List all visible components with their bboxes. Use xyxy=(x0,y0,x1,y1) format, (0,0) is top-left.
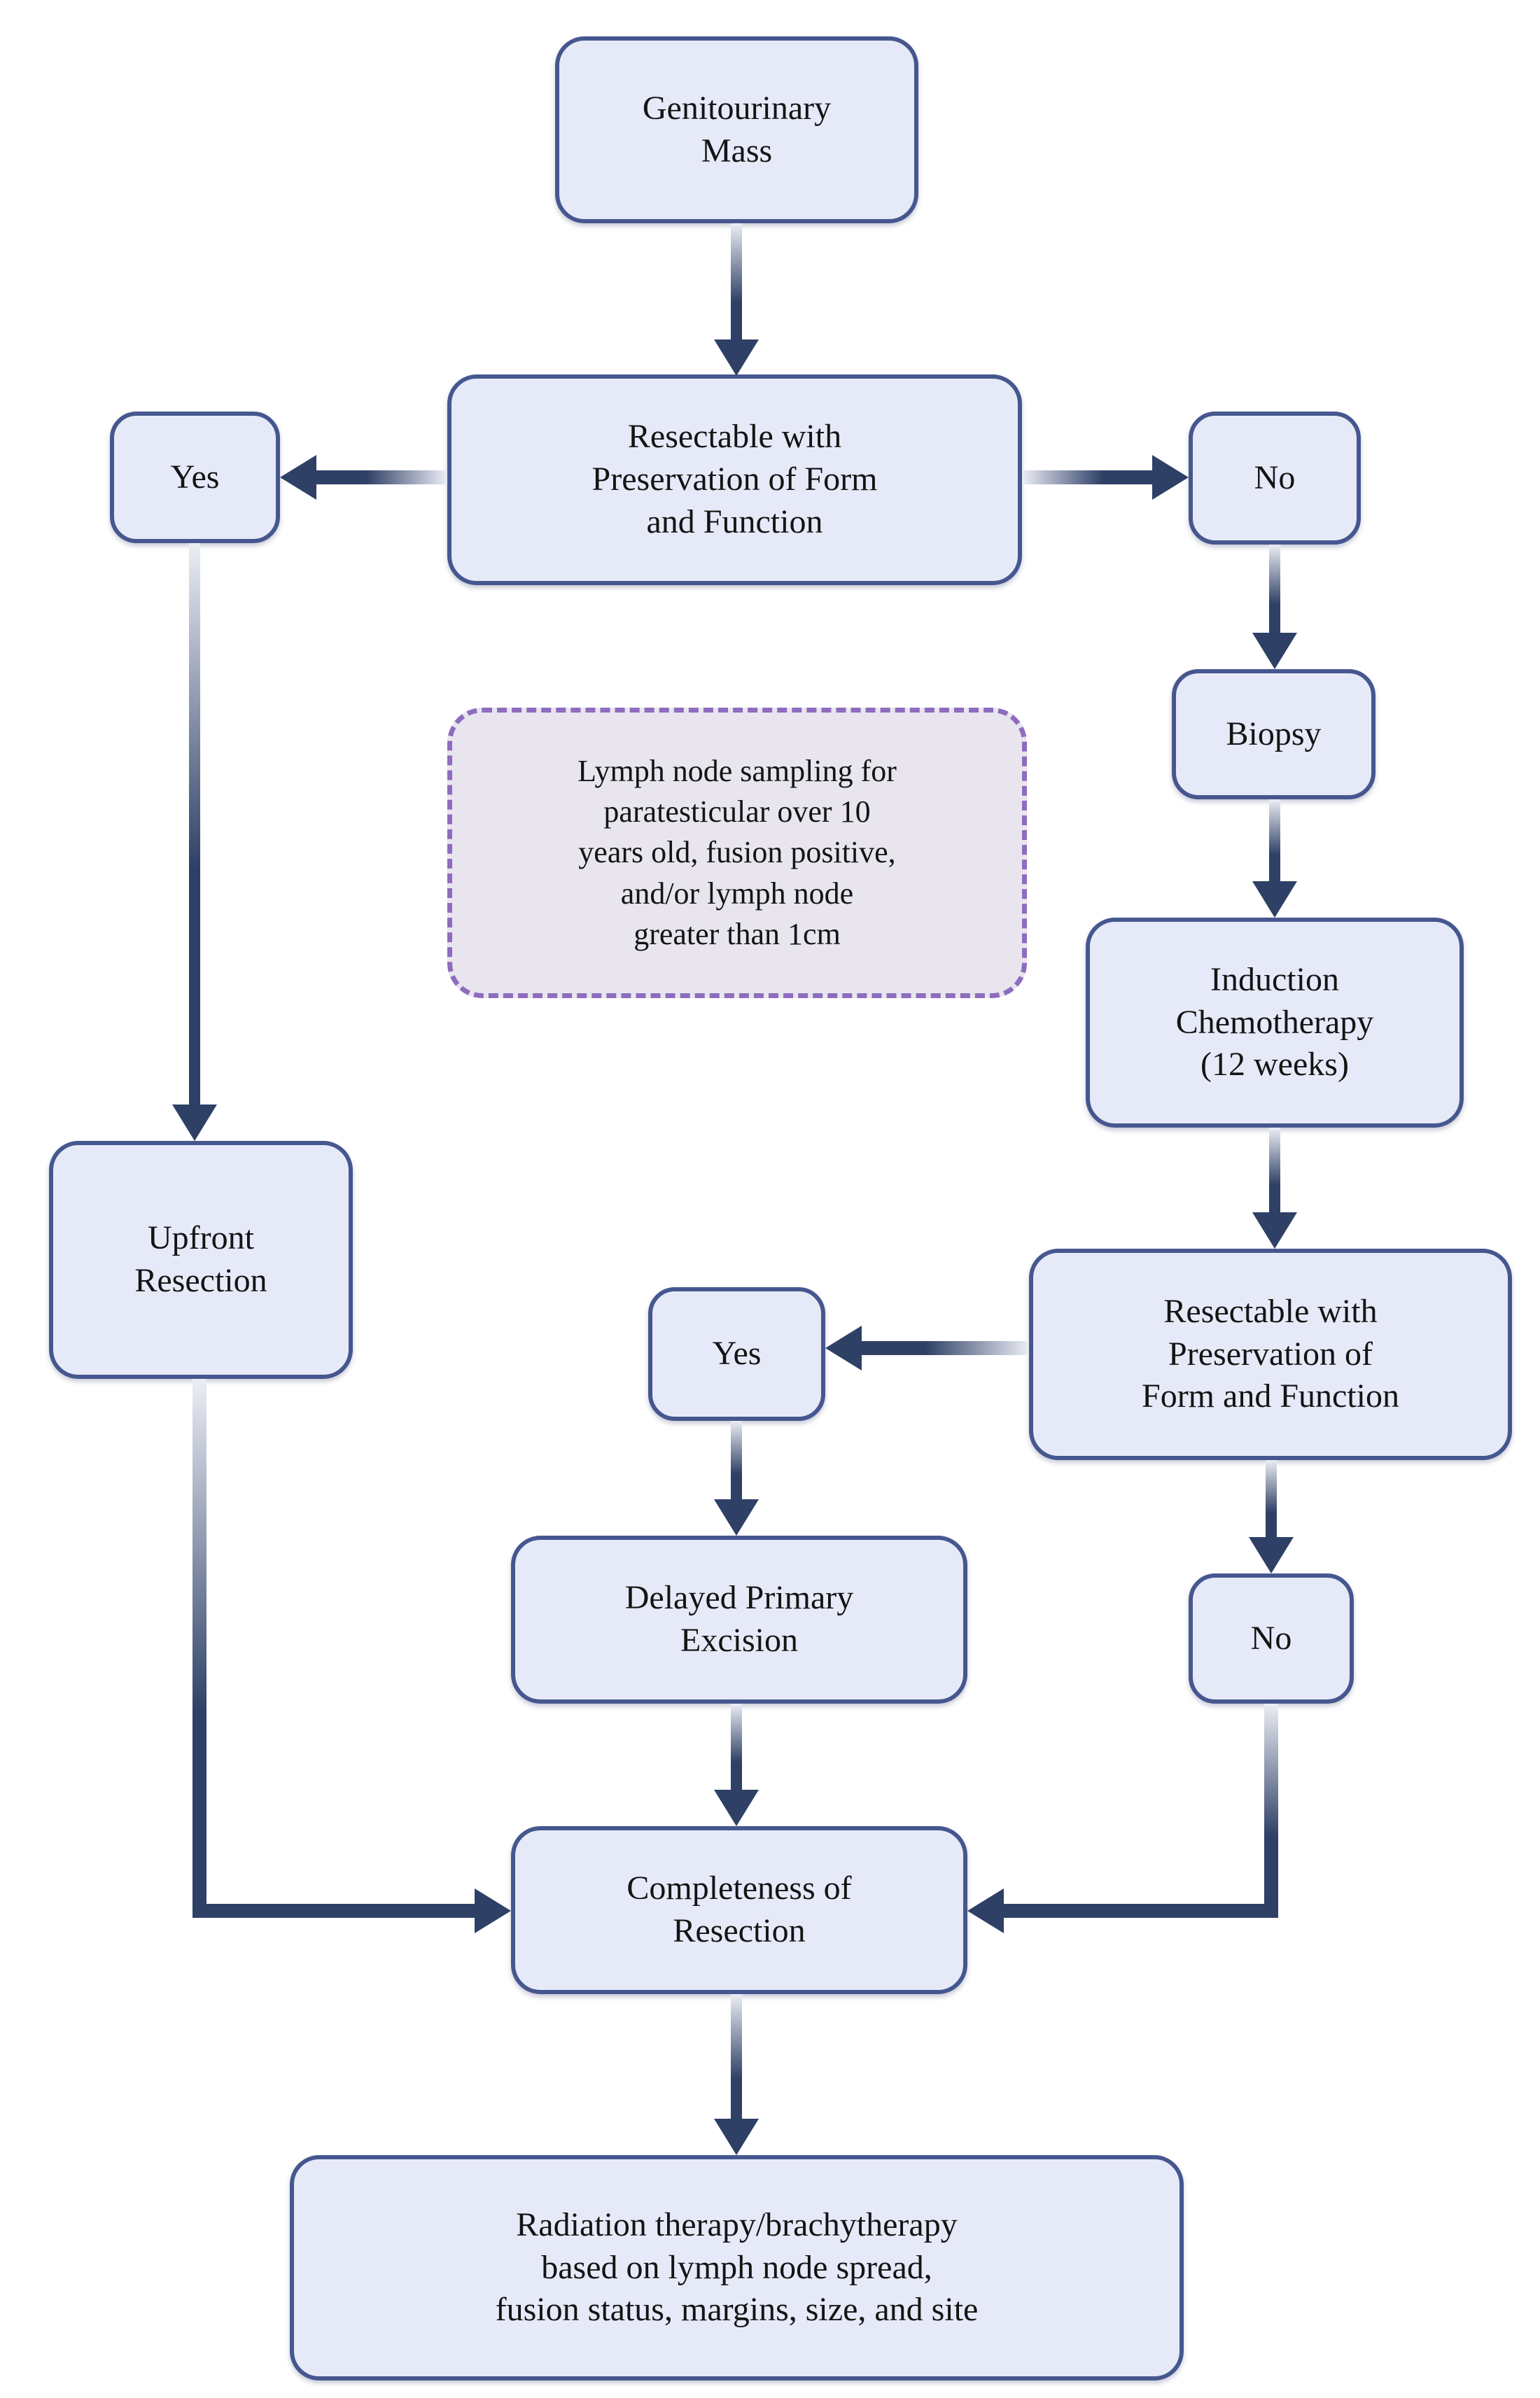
note-lymph-node-sampling: Lymph node sampling for paratesticular o… xyxy=(447,708,1027,998)
arrow-upfront-to-completeness-horizontal-shaft xyxy=(192,1904,475,1918)
node-completeness-of-resection: Completeness of Resection xyxy=(511,1826,967,1994)
arrow-induction-to-resectable-head-icon xyxy=(1252,1212,1297,1249)
arrow-no2-to-completeness-horizontal-shaft xyxy=(1004,1904,1278,1918)
arrow-delayed-to-completeness-shaft xyxy=(731,1704,742,1790)
node-induction-chemotherapy: Induction Chemotherapy (12 weeks) xyxy=(1086,918,1464,1128)
arrow-biopsy-to-induction-shaft xyxy=(1269,799,1280,881)
node-genitourinary-mass: Genitourinary Mass xyxy=(555,36,918,223)
arrow-delayed-to-completeness-head-icon xyxy=(714,1790,759,1826)
arrow-resectable-to-yes-shaft xyxy=(316,470,447,484)
node-upfront-resection: Upfront Resection xyxy=(49,1141,353,1379)
node-yes-top: Yes xyxy=(110,412,280,543)
arrow-gm-to-resectable-head-icon xyxy=(714,339,759,376)
arrow-resectable-to-no-shaft xyxy=(1022,470,1152,484)
node-biopsy: Biopsy xyxy=(1172,669,1376,799)
arrow-completeness-to-radiation-head-icon xyxy=(714,2119,759,2155)
arrow-completeness-to-radiation-shaft xyxy=(731,1994,742,2119)
node-no-top: No xyxy=(1189,412,1361,545)
arrow-resectable-to-no-head-icon xyxy=(1152,455,1189,500)
arrow-upfront-to-completeness-vertical-shaft xyxy=(192,1379,206,1918)
arrow-yes2-to-delayed-head-icon xyxy=(714,1499,759,1536)
arrow-yes2-to-delayed-shaft xyxy=(731,1421,742,1499)
arrow-resectable2-to-no-shaft xyxy=(1266,1460,1277,1537)
arrow-upfront-to-completeness-head-icon xyxy=(475,1888,511,1933)
arrow-resectable2-to-yes-shaft xyxy=(862,1341,1029,1355)
arrow-gm-to-resectable-shaft xyxy=(731,223,742,339)
node-resectable-mid: Resectable with Preservation of Form and… xyxy=(1029,1249,1512,1460)
node-resectable-top: Resectable with Preservation of Form and… xyxy=(447,374,1022,585)
arrow-yes-to-upfront-head-icon xyxy=(172,1105,217,1141)
arrow-no2-to-completeness-vertical-shaft xyxy=(1264,1704,1278,1918)
arrow-biopsy-to-induction-head-icon xyxy=(1252,881,1297,918)
arrow-resectable-to-yes-head-icon xyxy=(280,455,316,500)
arrow-no-to-biopsy-head-icon xyxy=(1252,633,1297,669)
arrow-resectable2-to-yes-head-icon xyxy=(825,1326,862,1370)
node-radiation-therapy: Radiation therapy/brachytherapy based on… xyxy=(290,2155,1184,2381)
node-no-mid: No xyxy=(1189,1573,1354,1704)
arrow-no-to-biopsy-shaft xyxy=(1269,545,1280,633)
node-delayed-primary-excision: Delayed Primary Excision xyxy=(511,1536,967,1704)
arrow-no2-to-completeness-head-icon xyxy=(967,1888,1004,1933)
arrow-yes-to-upfront-shaft xyxy=(189,543,200,1105)
node-yes-mid: Yes xyxy=(648,1287,825,1421)
arrow-resectable2-to-no-head-icon xyxy=(1249,1537,1294,1573)
arrow-induction-to-resectable-shaft xyxy=(1269,1128,1280,1212)
